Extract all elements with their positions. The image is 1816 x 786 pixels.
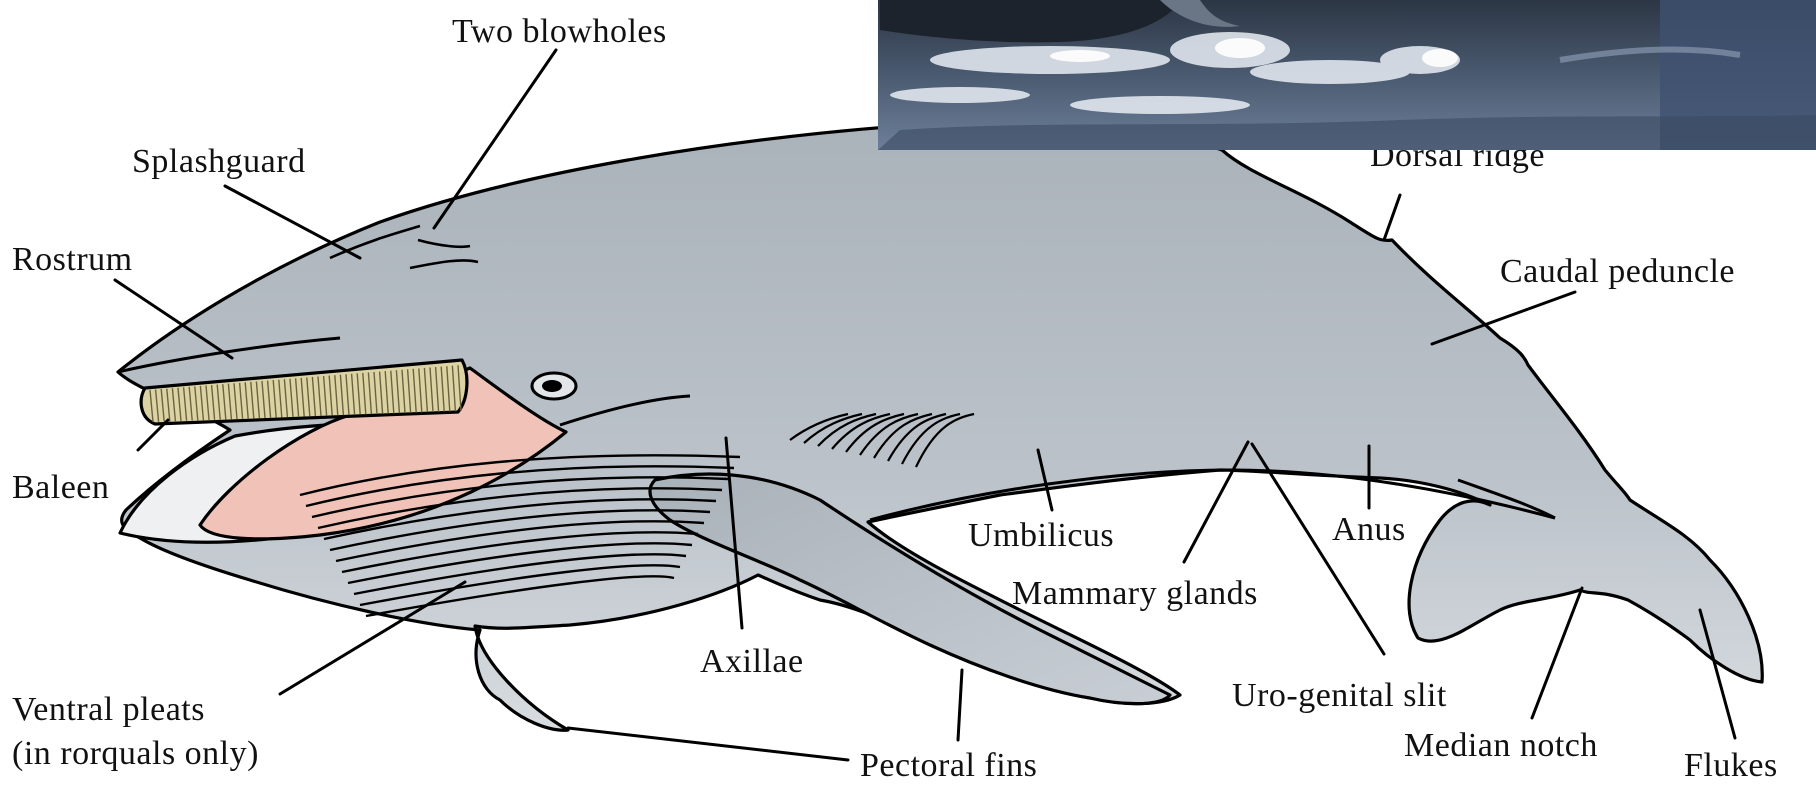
label-caudal-peduncle: Caudal peduncle (1500, 253, 1735, 290)
leader-pectoral-fins-b (958, 670, 962, 740)
leader-median-notch (1532, 588, 1582, 718)
label-median-notch: Median notch (1404, 727, 1598, 764)
label-ventral-pleats-2: (in rorquals only) (12, 735, 259, 772)
label-splashguard: Splashguard (132, 143, 306, 180)
leader-splashguard (225, 186, 360, 258)
label-mammary-glands: Mammary glands (1012, 575, 1258, 612)
label-ventral-pleats-1: Ventral pleats (12, 691, 205, 728)
whale-photo (878, 0, 1816, 150)
label-axillae: Axillae (700, 643, 804, 680)
label-rostrum: Rostrum (12, 241, 133, 278)
eye-pupil (542, 380, 562, 392)
label-umbilicus: Umbilicus (968, 517, 1114, 554)
leader-dorsal-ridge (1384, 195, 1400, 240)
leader-pectoral-fins-a (568, 728, 848, 760)
label-blowholes: Two blowholes (452, 13, 667, 50)
label-flukes: Flukes (1684, 747, 1778, 784)
label-uro-genital-slit: Uro-genital slit (1232, 677, 1447, 714)
label-baleen: Baleen (12, 469, 109, 506)
label-anus: Anus (1332, 511, 1406, 548)
label-pectoral-fins: Pectoral fins (860, 747, 1037, 784)
